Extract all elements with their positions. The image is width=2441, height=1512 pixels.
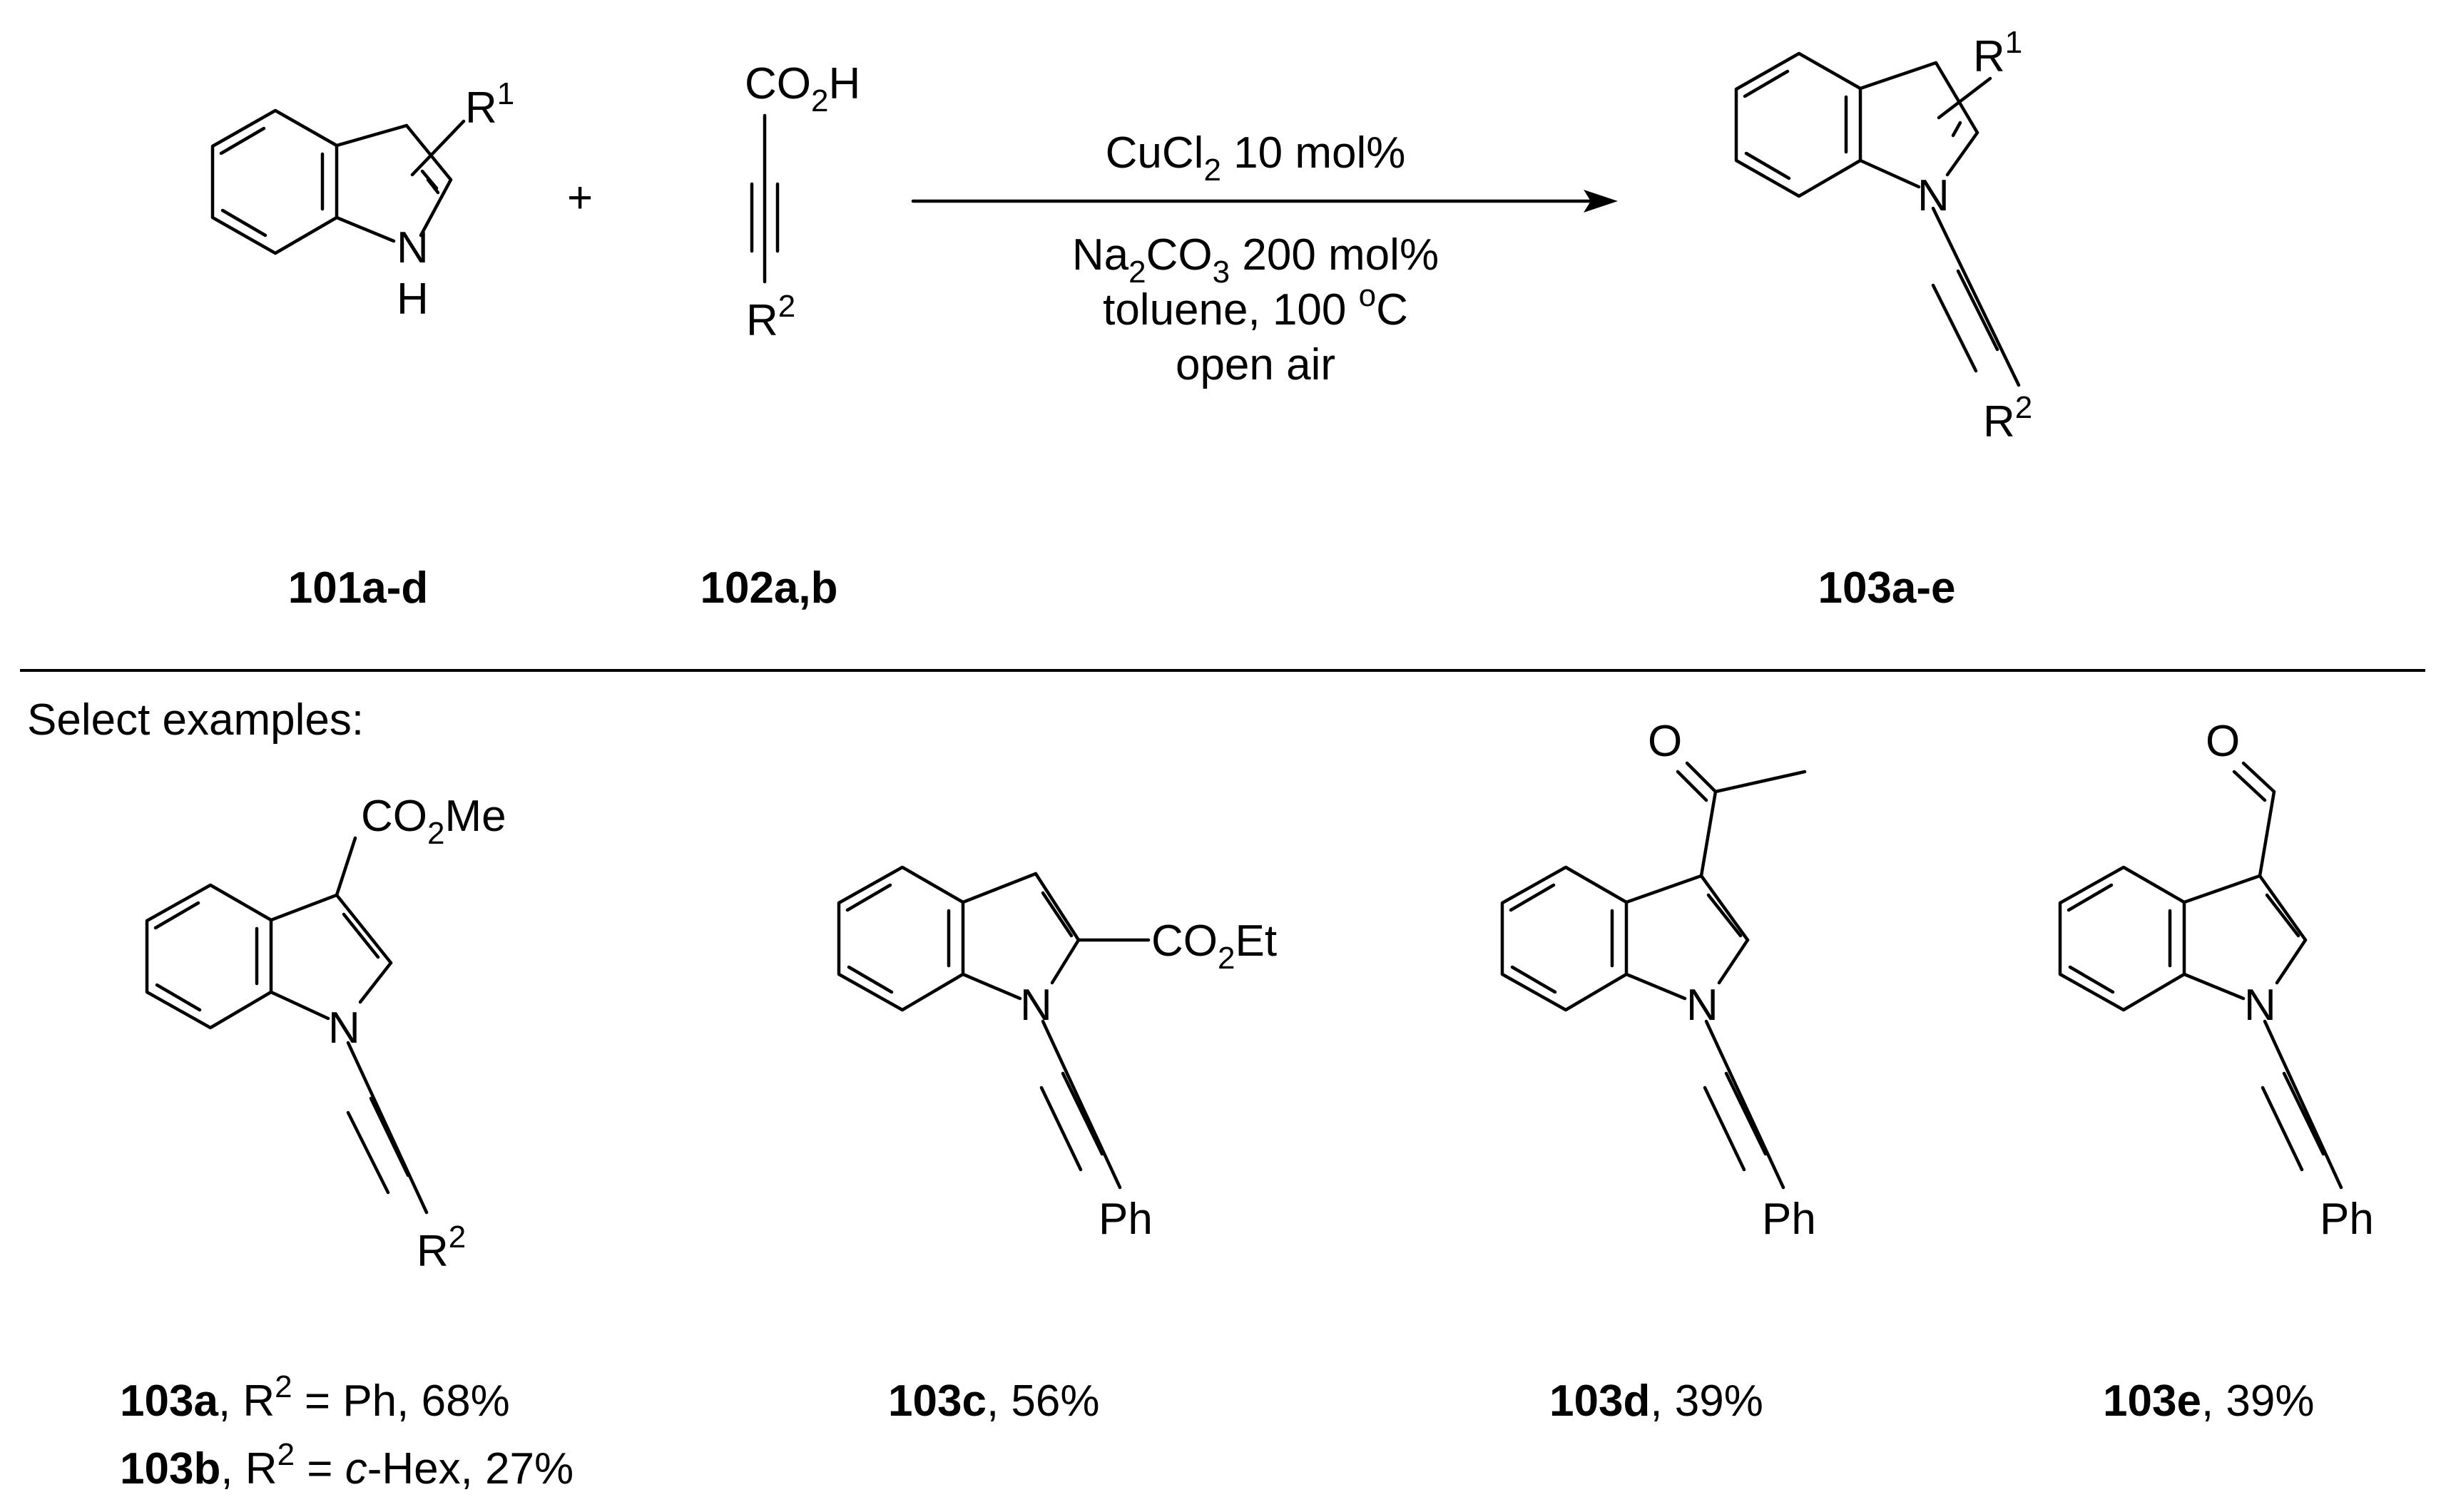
condition-solvent-temp: toluene, 100 oC [1103,278,1408,334]
product-nitrogen-label: N [1917,171,1950,220]
product-r2-label: R2 [1983,390,2032,446]
ex-d-oxygen: O [1648,717,1682,766]
example-103c: CO2Et N Ph 103c, 56% [837,865,1277,1426]
plus-sign: + [567,173,593,223]
acid-group-label: CO2H [745,59,860,118]
ex-e-phenyl-label: Ph [2320,1195,2374,1244]
nh-hydrogen-label: H [397,275,429,324]
ex-e-nitrogen: N [2244,981,2276,1030]
ex-c-nitrogen: N [1020,981,1052,1030]
compound-id-101: 101a-d [288,563,428,613]
section-title: Select examples: [27,695,364,745]
example-103e: O N Ph 103e, 39% [2058,717,2374,1426]
reaction-arrow [911,190,1618,213]
example-103d: O N Ph 103d, 39% [1500,717,1816,1426]
ex-d-nitrogen: N [1686,981,1718,1030]
product-ynamide-103: R1 N R2 [1734,25,2032,446]
reactant-alkynoic-acid-102: CO2H R2 [745,59,860,345]
ex-c-substituent: CO2Et [1151,916,1277,976]
ex-c-phenyl-label: Ph [1099,1195,1153,1244]
ex-a-nitrogen: N [328,1003,360,1053]
caption-103b: 103b, R2 = c-Hex, 27% [120,1437,574,1493]
r1-label: R1 [465,76,514,133]
condition-atmosphere: open air [1176,340,1335,389]
product-r1-label: R1 [1973,25,2022,81]
indole-ring-bonds [210,108,466,255]
caption-103d: 103d, 39% [1549,1376,1763,1426]
caption-103c: 103c, 56% [888,1376,1099,1426]
ex-a-r2-label: R2 [417,1220,466,1276]
r2-label: R2 [746,289,795,345]
caption-103e: 103e, 39% [2103,1376,2314,1426]
compound-id-103: 103a-e [1818,563,1955,613]
caption-103a: 103a, R2 = Ph, 68% [120,1369,510,1426]
ex-e-oxygen: O [2206,717,2240,766]
compound-id-102: 102a,b [700,563,837,613]
nh-nitrogen-label: N [397,223,429,272]
reactant-indole-101: R1 N H [210,76,514,324]
condition-base: Na2CO3 200 mol% [1072,230,1439,290]
example-103a: CO2Me N R2 103a, R2 = Ph, 68% 103b, R2 =… [120,792,574,1493]
ex-a-substituent: CO2Me [361,792,506,851]
ex-d-phenyl-label: Ph [1762,1195,1816,1244]
condition-catalyst: CuCl2 10 mol% [1106,128,1406,188]
reaction-conditions: CuCl2 10 mol% Na2CO3 200 mol% toluene, 1… [1072,128,1439,389]
